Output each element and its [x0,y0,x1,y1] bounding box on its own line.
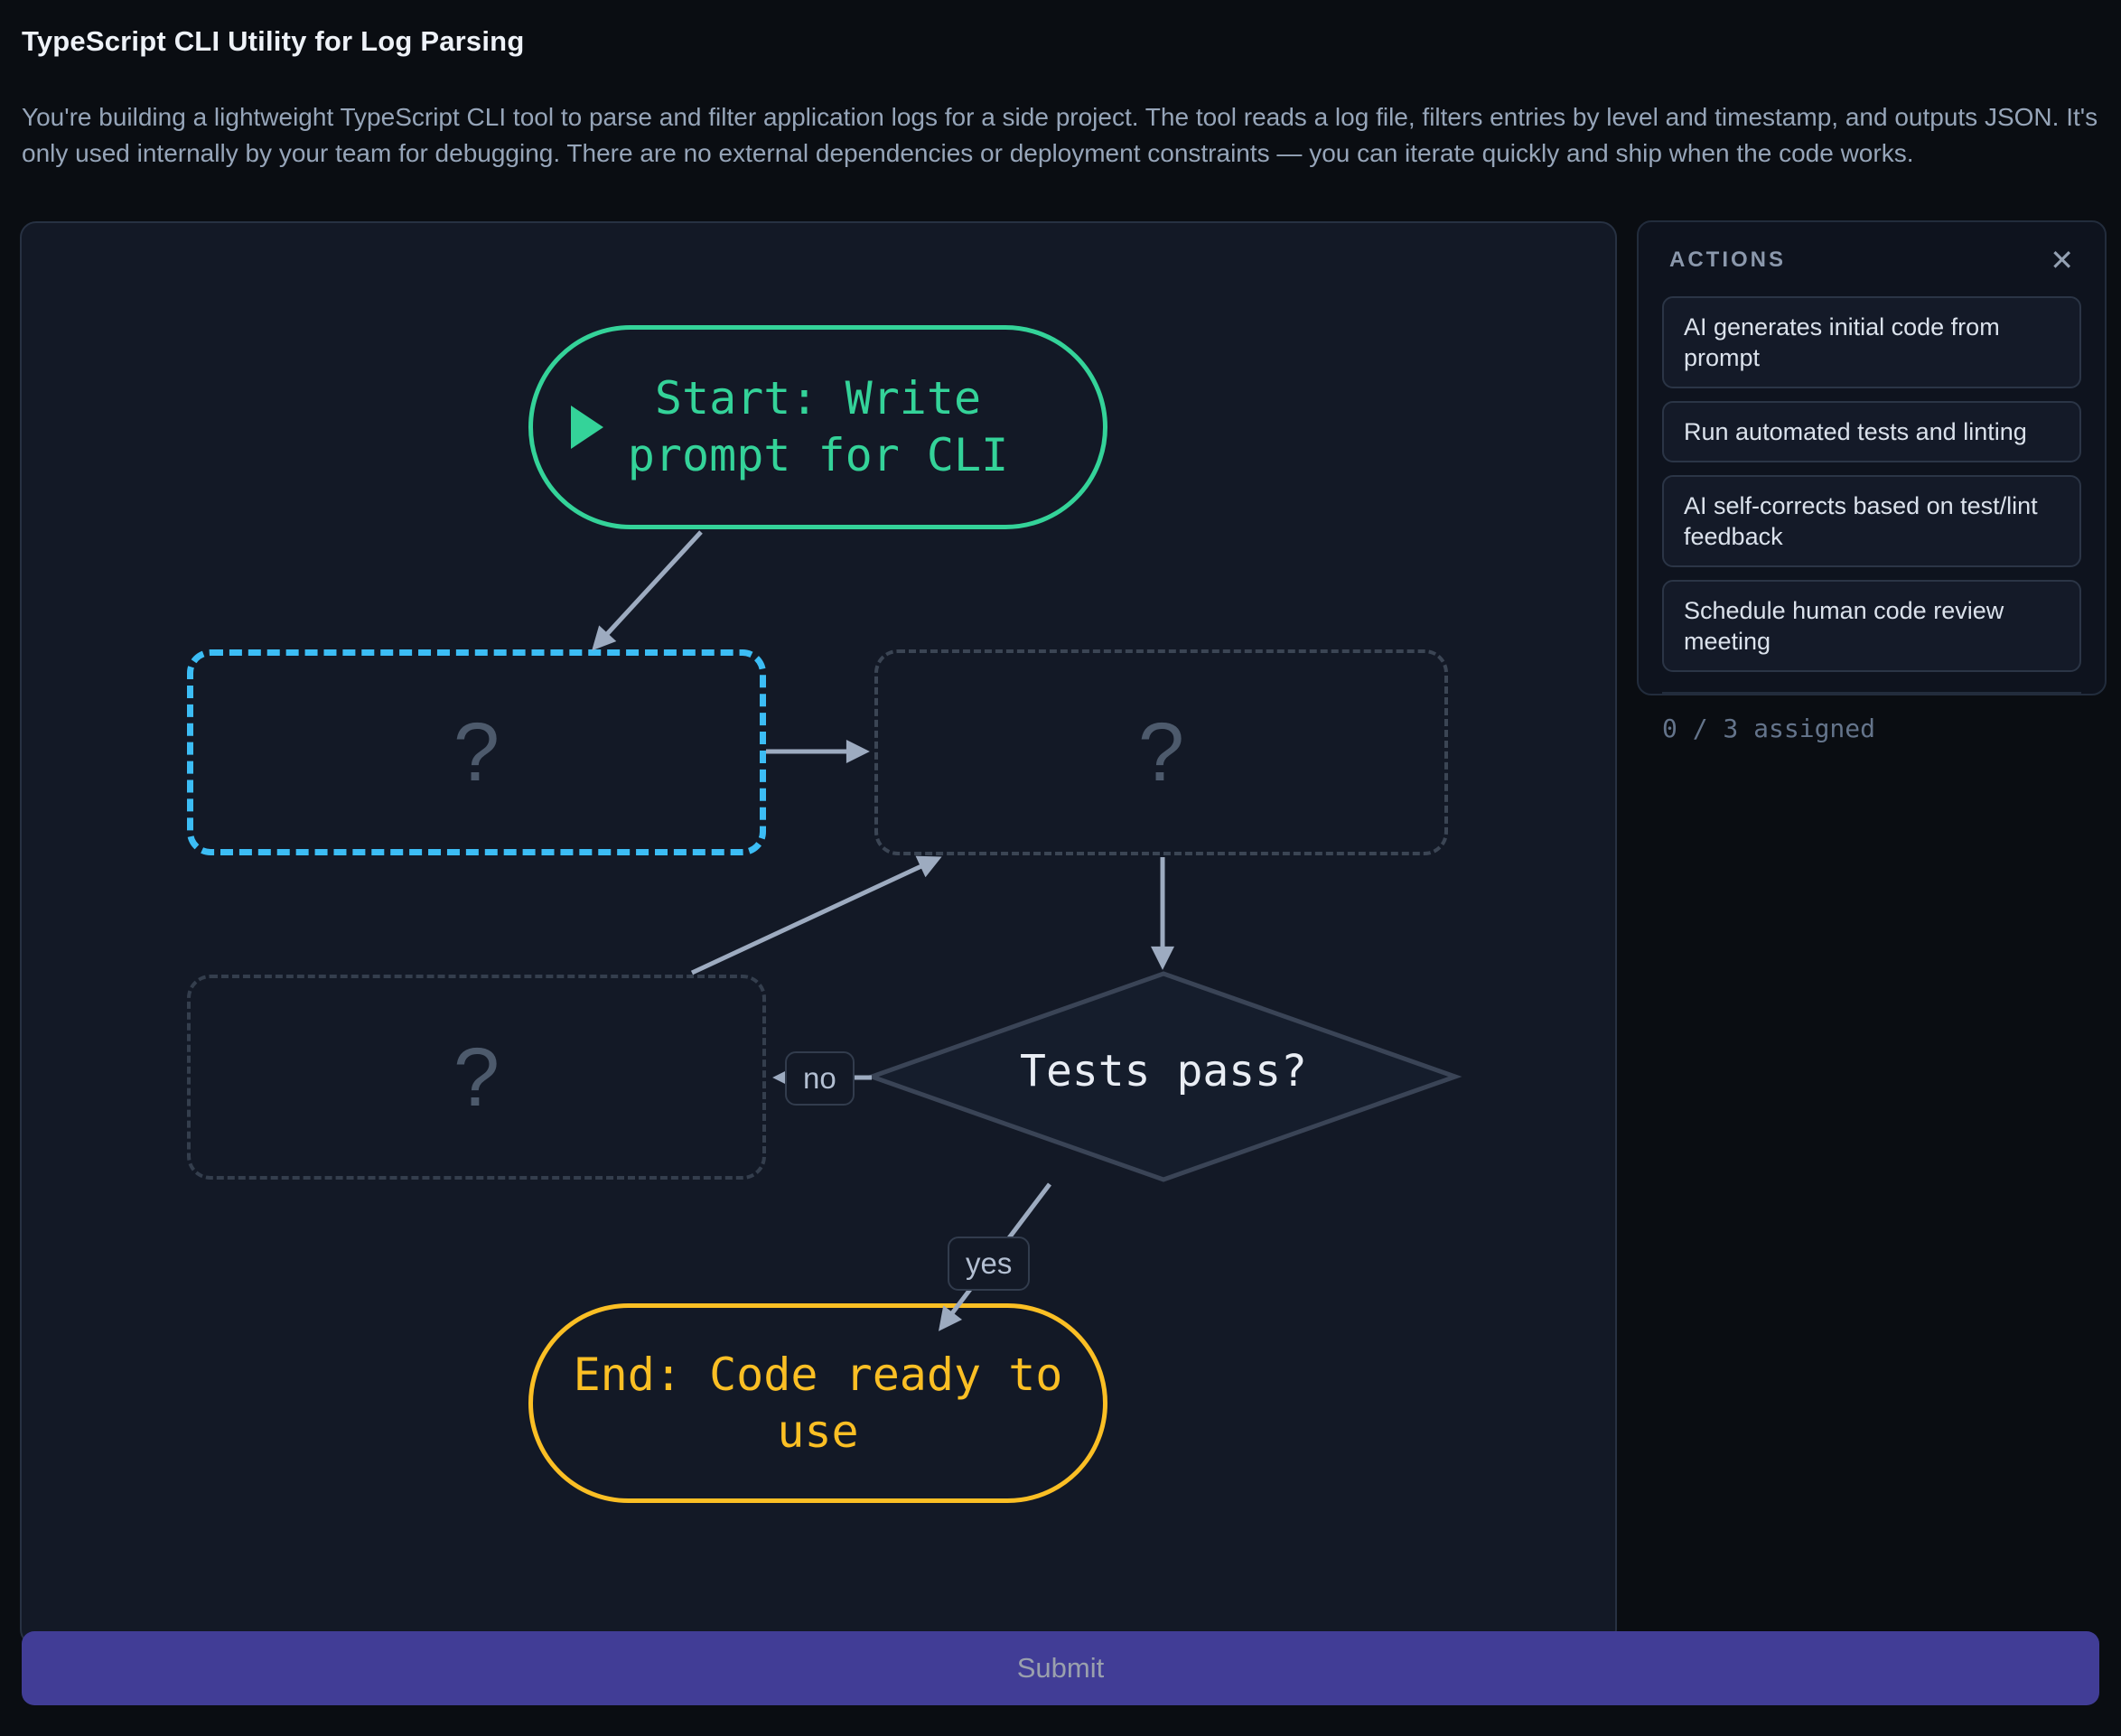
edge-slot3-to-slot2 [690,855,942,975]
action-card[interactable]: Schedule human code review meeting [1662,580,2081,672]
action-card[interactable]: AI generates initial code from prompt [1662,296,2081,388]
question-mark-icon: ? [453,706,500,798]
edge-label-yes: yes [948,1237,1031,1291]
decision-node-label: Tests pass? [1020,1046,1307,1097]
assigned-status: 0 / 3 assigned [1662,714,1876,743]
actions-panel-header: ACTIONS ✕ [1662,246,2081,275]
action-card[interactable]: AI self-corrects based on test/lint feed… [1662,475,2081,567]
actions-list: AI generates initial code from prompt Ru… [1662,296,2081,672]
flowchart-canvas: Start: Write prompt for CLI ? ? ? End: C… [20,221,1617,1646]
edge-start-to-slot1 [592,530,703,651]
placeholder-slot-2[interactable]: ? [874,649,1448,855]
panel-divider [1662,692,2081,694]
placeholder-slot-1[interactable]: ? [187,649,766,855]
end-node: End: Code ready to use [528,1303,1107,1503]
action-card[interactable]: Run automated tests and linting [1662,401,2081,462]
start-node-label: Start: Write prompt for CLI [627,372,1009,481]
start-node: Start: Write prompt for CLI [528,325,1107,529]
end-node-label: End: Code ready to use [573,1348,1063,1458]
submit-button[interactable]: Submit [22,1631,2099,1705]
actions-panel: ACTIONS ✕ AI generates initial code from… [1637,220,2107,743]
question-mark-icon: ? [453,1031,500,1124]
page-title: TypeScript CLI Utility for Log Parsing [22,25,525,57]
edge-label-no: no [785,1051,855,1106]
question-mark-icon: ? [1137,706,1185,798]
play-icon [571,406,603,449]
placeholder-slot-3[interactable]: ? [187,975,766,1180]
page-description: You're building a lightweight TypeScript… [22,103,2098,167]
actions-panel-title: ACTIONS [1669,247,1786,272]
close-icon[interactable]: ✕ [2050,244,2074,276]
